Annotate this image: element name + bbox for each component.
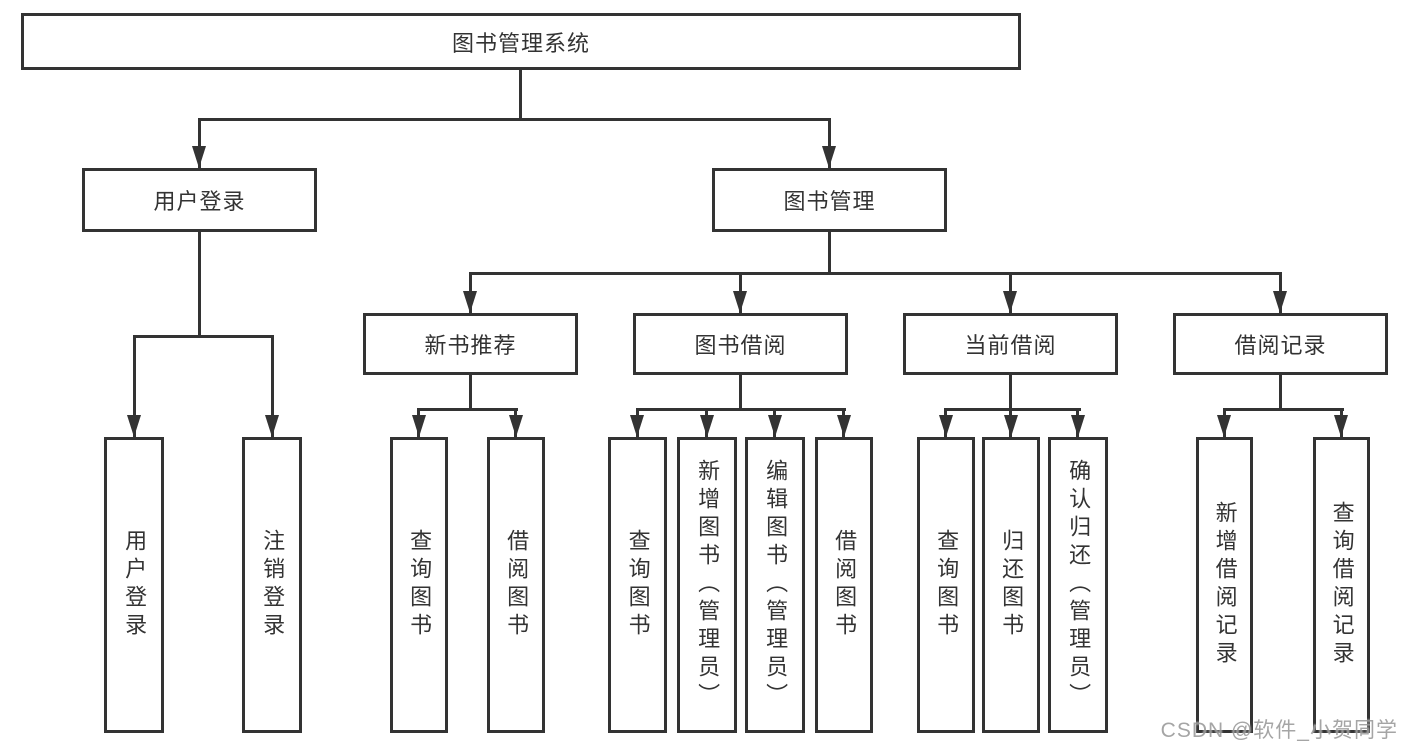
connector-line [739, 375, 742, 411]
node-user-login-label: 用户登录 [153, 189, 246, 214]
leaf-return-book-label: 归还图书 [999, 529, 1025, 641]
connector-line [944, 408, 1081, 411]
arrow-down-icon [837, 415, 851, 437]
node-new-book-recommend-label: 新书推荐 [424, 333, 517, 358]
node-root-label: 图书管理系统 [451, 30, 590, 56]
connector-line [198, 118, 831, 121]
arrow-down-icon [939, 415, 953, 437]
arrow-down-icon [630, 415, 644, 437]
leaf-user-login-label: 用户登录 [122, 529, 148, 641]
arrow-down-icon [1334, 415, 1348, 437]
arrow-down-icon [127, 415, 141, 437]
leaf-query-book-current-label: 查询图书 [934, 529, 960, 641]
leaf-borrow-book-recommend: 借阅图书 [487, 437, 545, 733]
arrow-down-icon [733, 291, 747, 313]
leaf-add-borrow-record-label: 新增借阅记录 [1212, 501, 1238, 669]
leaf-edit-book-admin: 编辑图书（管理员） [745, 437, 805, 733]
node-book-borrow-label: 图书借阅 [694, 333, 787, 358]
connector-line [828, 118, 831, 168]
leaf-query-borrow-record: 查询借阅记录 [1313, 437, 1370, 733]
connector-line [469, 272, 1282, 275]
node-current-borrow: 当前借阅 [903, 313, 1118, 375]
connector-line [519, 70, 522, 121]
leaf-logout: 注销登录 [242, 437, 302, 733]
leaf-edit-book-admin-label: 编辑图书（管理员） [763, 459, 789, 711]
leaf-query-book-borrow-label: 查询图书 [625, 529, 651, 641]
leaf-user-login: 用户登录 [104, 437, 164, 733]
connector-line [271, 335, 274, 437]
node-current-borrow-label: 当前借阅 [964, 333, 1057, 358]
arrow-down-icon [412, 415, 426, 437]
leaf-borrow-book: 借阅图书 [815, 437, 873, 733]
arrow-down-icon [700, 415, 714, 437]
connector-line [198, 232, 201, 338]
leaf-logout-label: 注销登录 [260, 529, 286, 641]
connector-line [133, 335, 274, 338]
connector-line [1279, 375, 1282, 411]
leaf-add-borrow-record: 新增借阅记录 [1196, 437, 1253, 733]
node-book-management-label: 图书管理 [783, 189, 876, 214]
leaf-query-book-borrow: 查询图书 [608, 437, 667, 733]
connector-line [469, 375, 472, 411]
arrow-down-icon [463, 291, 477, 313]
leaf-confirm-return-admin: 确认归还（管理员） [1048, 437, 1108, 733]
connector-line [133, 335, 136, 437]
arrow-down-icon [822, 146, 836, 168]
connector-line [198, 118, 201, 168]
connector-line [636, 408, 846, 411]
node-user-login: 用户登录 [82, 168, 317, 232]
node-book-management: 图书管理 [712, 168, 947, 232]
connector-line [1009, 375, 1012, 411]
leaf-add-book-admin-label: 新增图书（管理员） [695, 459, 721, 711]
node-book-borrow: 图书借阅 [633, 313, 848, 375]
arrow-down-icon [265, 415, 279, 437]
leaf-borrow-book-label: 借阅图书 [832, 529, 858, 641]
connector-line [828, 232, 831, 275]
leaf-add-book-admin: 新增图书（管理员） [677, 437, 737, 733]
node-borrow-record-label: 借阅记录 [1234, 333, 1327, 358]
leaf-return-book: 归还图书 [982, 437, 1040, 733]
arrow-down-icon [1003, 291, 1017, 313]
leaf-query-borrow-record-label: 查询借阅记录 [1329, 501, 1355, 669]
leaf-confirm-return-admin-label: 确认归还（管理员） [1066, 459, 1092, 711]
node-root: 图书管理系统 [21, 13, 1021, 70]
arrow-down-icon [1071, 415, 1085, 437]
arrow-down-icon [509, 415, 523, 437]
leaf-borrow-book-recommend-label: 借阅图书 [504, 529, 530, 641]
arrow-down-icon [1004, 415, 1018, 437]
connector-line [1223, 408, 1344, 411]
watermark: CSDN @软件_小贺同学 [1160, 719, 1398, 742]
node-borrow-record: 借阅记录 [1173, 313, 1388, 375]
leaf-query-book-recommend: 查询图书 [390, 437, 448, 733]
node-new-book-recommend: 新书推荐 [363, 313, 578, 375]
arrow-down-icon [1273, 291, 1287, 313]
leaf-query-book-recommend-label: 查询图书 [407, 529, 433, 641]
connector-line [417, 408, 518, 411]
leaf-query-book-current: 查询图书 [917, 437, 975, 733]
arrow-down-icon [1217, 415, 1231, 437]
arrow-down-icon [192, 146, 206, 168]
arrow-down-icon [768, 415, 782, 437]
